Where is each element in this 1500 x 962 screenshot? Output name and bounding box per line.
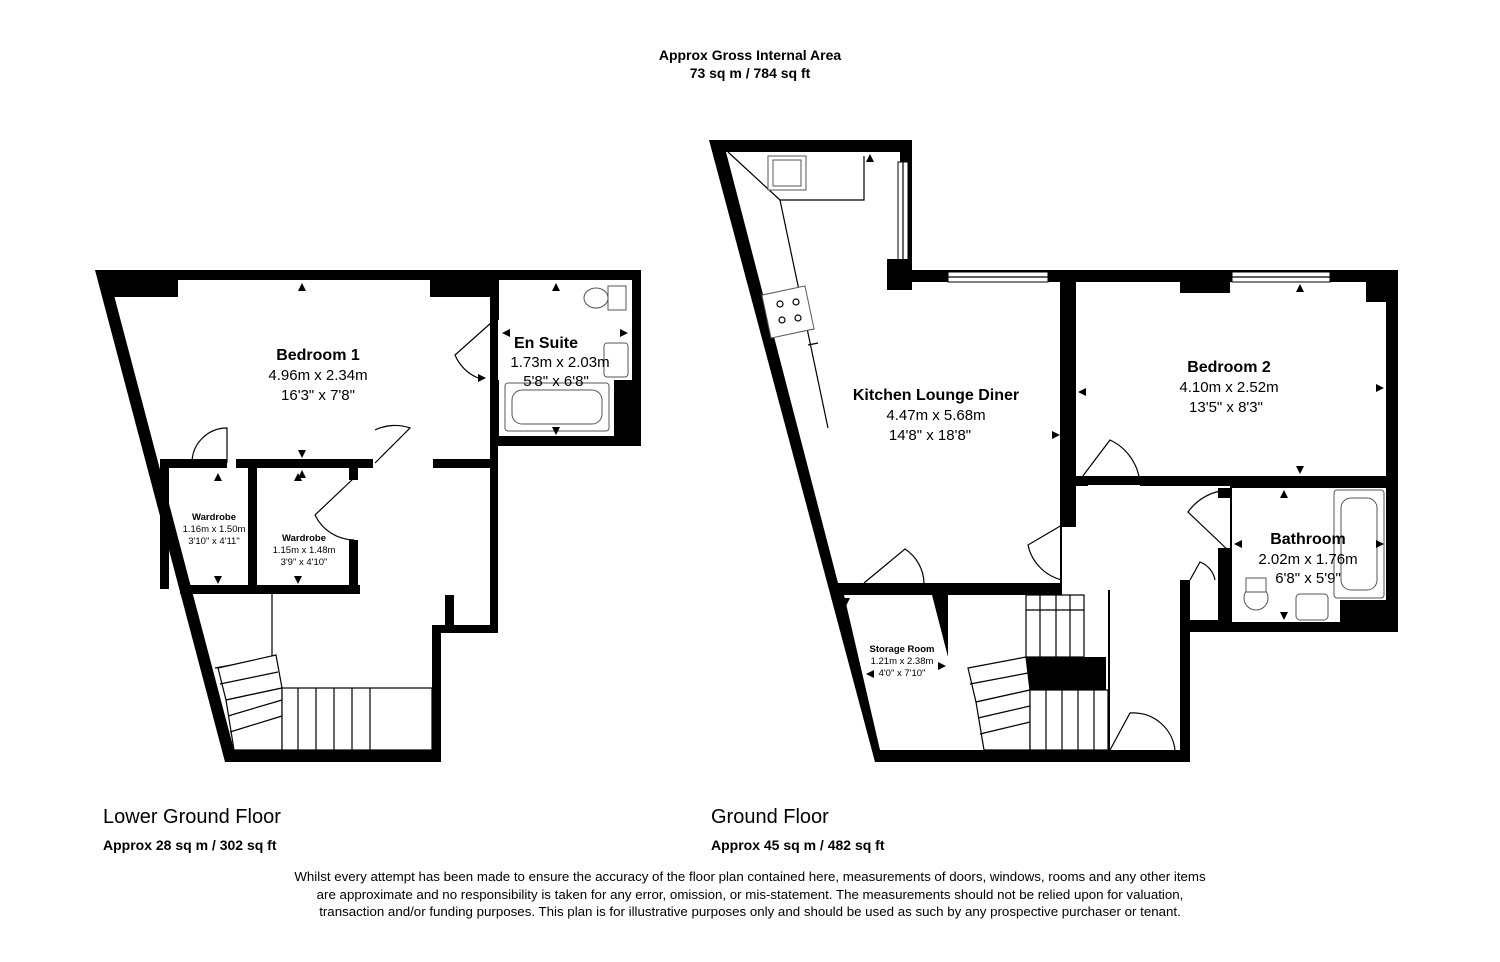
- room-metric-bathroom: 2.02m x 1.76m: [1258, 551, 1357, 568]
- room-name-storage-room: Storage Room: [870, 644, 935, 655]
- room-name-bedroom-1: Bedroom 1: [276, 347, 360, 364]
- kitchen-counter: [727, 151, 865, 429]
- room-name-en-suite: En Suite: [514, 335, 578, 352]
- room-metric-bedroom-1: 4.96m x 2.34m: [268, 367, 367, 384]
- room-imperial-kitchen-lounge-diner: 14'8" x 18'8": [889, 427, 971, 444]
- kitchen-hob: [761, 285, 815, 339]
- room-metric-en-suite: 1.73m x 2.03m: [510, 354, 609, 371]
- room-imperial-storage-room: 4'0" x 7'10": [879, 668, 926, 679]
- room-name-kitchen-lounge-diner: Kitchen Lounge Diner: [853, 387, 1019, 404]
- room-metric-wardrobe-1: 1.16m x 1.50m: [183, 524, 246, 535]
- room-imperial-wardrobe-1: 3'10" x 4'11": [188, 536, 239, 547]
- ensuite-toilet: [583, 287, 609, 309]
- room-imperial-wardrobe-2: 3'9" x 4'10": [281, 557, 328, 568]
- floor-area-lower-ground: Approx 28 sq m / 302 sq ft: [103, 837, 277, 853]
- room-name-wardrobe-1: Wardrobe: [192, 512, 236, 523]
- room-metric-storage-room: 1.21m x 2.38m: [871, 656, 934, 667]
- lower-ground-floor-plan: Bedroom 1 4.96m x 2.34m 16'3" x 7'8" En …: [95, 270, 641, 762]
- room-name-bathroom: Bathroom: [1270, 531, 1346, 548]
- ensuite-basin: [603, 342, 629, 378]
- room-imperial-bathroom: 6'8" x 5'9": [1275, 570, 1341, 587]
- floor-area-ground: Approx 45 sq m / 482 sq ft: [711, 837, 885, 853]
- room-name-wardrobe-2: Wardrobe: [282, 533, 326, 544]
- room-imperial-bedroom-2: 13'5" x 8'3": [1189, 399, 1263, 416]
- ground-floor-plan: Kitchen Lounge Diner 4.47m x 5.68m 14'8"…: [709, 140, 1398, 762]
- room-imperial-bedroom-1: 16'3" x 7'8": [281, 387, 355, 404]
- room-name-bedroom-2: Bedroom 2: [1187, 359, 1271, 376]
- room-imperial-en-suite: 5'8" x 6'8": [523, 373, 589, 390]
- gross-area-value: 73 sq m / 784 sq ft: [690, 65, 811, 81]
- room-metric-bedroom-2: 4.10m x 2.52m: [1179, 379, 1278, 396]
- lower-stairs: [214, 594, 433, 751]
- gross-area-title: Approx Gross Internal Area: [659, 47, 842, 63]
- room-metric-kitchen-lounge-diner: 4.47m x 5.68m: [886, 407, 985, 424]
- bathroom-basin: [1295, 593, 1329, 621]
- disclaimer-text: Whilst every attempt has been made to en…: [294, 869, 1206, 919]
- floor-name-lower-ground: Lower Ground Floor: [103, 806, 281, 828]
- room-metric-wardrobe-2: 1.15m x 1.48m: [273, 545, 336, 556]
- ground-stairs: [948, 594, 1109, 751]
- floor-name-ground: Ground Floor: [711, 806, 829, 828]
